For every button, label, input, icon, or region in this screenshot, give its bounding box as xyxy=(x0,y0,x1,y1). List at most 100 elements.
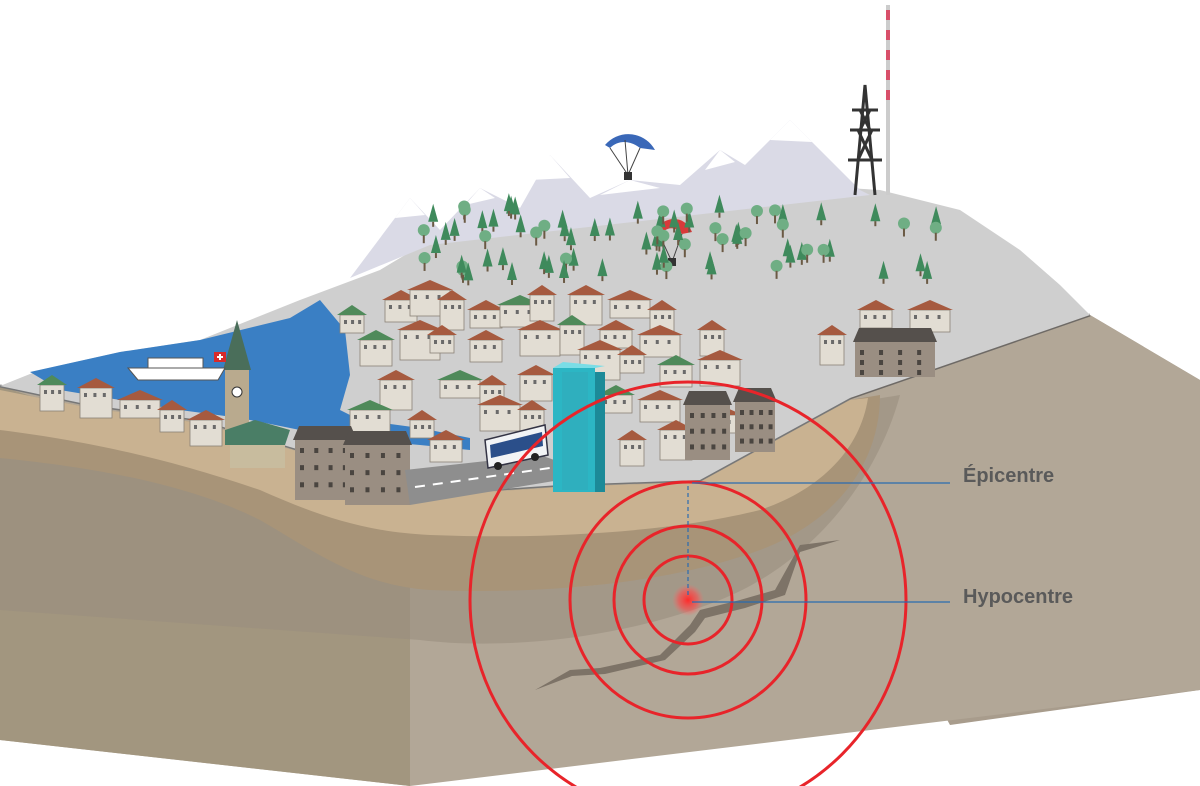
fault-crack xyxy=(535,540,840,690)
wave-ring-4 xyxy=(468,380,908,786)
tree xyxy=(732,225,743,249)
tree xyxy=(673,222,684,246)
house xyxy=(377,370,415,411)
epicentre-label: Épicentre xyxy=(963,464,1054,487)
tree xyxy=(440,221,451,245)
wave-ring-2 xyxy=(612,524,764,676)
tree xyxy=(565,227,576,251)
town xyxy=(37,280,953,505)
tree xyxy=(418,251,431,271)
house xyxy=(467,330,505,363)
tree xyxy=(488,208,499,232)
tree xyxy=(477,210,488,234)
tree xyxy=(482,248,493,272)
tree xyxy=(801,243,814,263)
house xyxy=(527,285,557,322)
house xyxy=(467,300,505,329)
tree xyxy=(463,262,474,286)
tree xyxy=(929,221,942,241)
tree xyxy=(770,259,783,279)
tree xyxy=(678,238,691,258)
annotation-lines xyxy=(687,482,950,603)
tree xyxy=(870,203,881,227)
tree xyxy=(417,224,430,244)
wave-ring-3 xyxy=(568,480,808,720)
house xyxy=(37,375,67,412)
tree xyxy=(657,205,670,225)
tree xyxy=(589,218,600,242)
office-tower xyxy=(553,362,605,492)
tree xyxy=(922,260,933,284)
ferry-boat xyxy=(126,352,226,381)
building-block xyxy=(683,391,732,460)
house xyxy=(557,315,587,356)
house xyxy=(407,410,437,439)
house xyxy=(517,365,555,402)
tree xyxy=(878,260,889,284)
house xyxy=(427,430,465,463)
tree xyxy=(530,226,543,246)
tree xyxy=(769,204,782,224)
house xyxy=(647,300,677,333)
house xyxy=(697,350,743,387)
tree xyxy=(776,218,789,238)
tree xyxy=(632,200,643,224)
tree xyxy=(817,243,830,263)
lake xyxy=(30,300,470,450)
tree xyxy=(669,209,680,233)
forest xyxy=(417,193,942,286)
tree xyxy=(515,214,526,238)
tree xyxy=(641,231,652,255)
tree xyxy=(915,253,926,277)
tree xyxy=(604,217,615,241)
church xyxy=(223,320,290,468)
soil-layer-light xyxy=(0,390,868,537)
tree xyxy=(538,219,551,239)
tree xyxy=(507,261,518,285)
building-block xyxy=(343,431,412,505)
tree xyxy=(680,202,693,222)
tree xyxy=(539,251,550,275)
house xyxy=(637,325,683,358)
tree xyxy=(651,225,664,245)
house xyxy=(117,390,163,419)
tree xyxy=(785,244,796,268)
tree xyxy=(456,254,467,278)
house xyxy=(157,400,187,433)
tree xyxy=(479,230,492,250)
tree xyxy=(430,235,441,259)
tree xyxy=(714,194,725,218)
tree xyxy=(597,258,608,282)
paraglider-blue xyxy=(605,134,655,180)
building-block xyxy=(853,328,937,377)
bus xyxy=(484,424,549,470)
tree xyxy=(716,233,729,253)
tree xyxy=(503,193,514,217)
house xyxy=(357,330,395,367)
house xyxy=(617,345,647,374)
tree xyxy=(559,218,570,242)
building-block xyxy=(733,388,777,452)
road xyxy=(405,455,560,505)
house xyxy=(637,390,683,423)
house xyxy=(617,430,647,467)
house xyxy=(517,320,563,357)
tree xyxy=(706,256,717,280)
house xyxy=(427,325,457,354)
lattice-tower xyxy=(848,84,882,196)
house xyxy=(817,325,847,366)
tree xyxy=(651,251,662,275)
tree xyxy=(739,227,752,247)
house xyxy=(437,290,467,331)
tree xyxy=(559,259,570,283)
tree xyxy=(816,202,827,226)
house xyxy=(477,395,523,432)
house xyxy=(337,305,367,334)
tree xyxy=(458,203,471,223)
tree xyxy=(897,217,910,237)
house xyxy=(857,300,895,329)
tree xyxy=(497,247,508,271)
hypocentre-label: Hypocentre xyxy=(963,586,1073,608)
tree xyxy=(658,244,669,268)
